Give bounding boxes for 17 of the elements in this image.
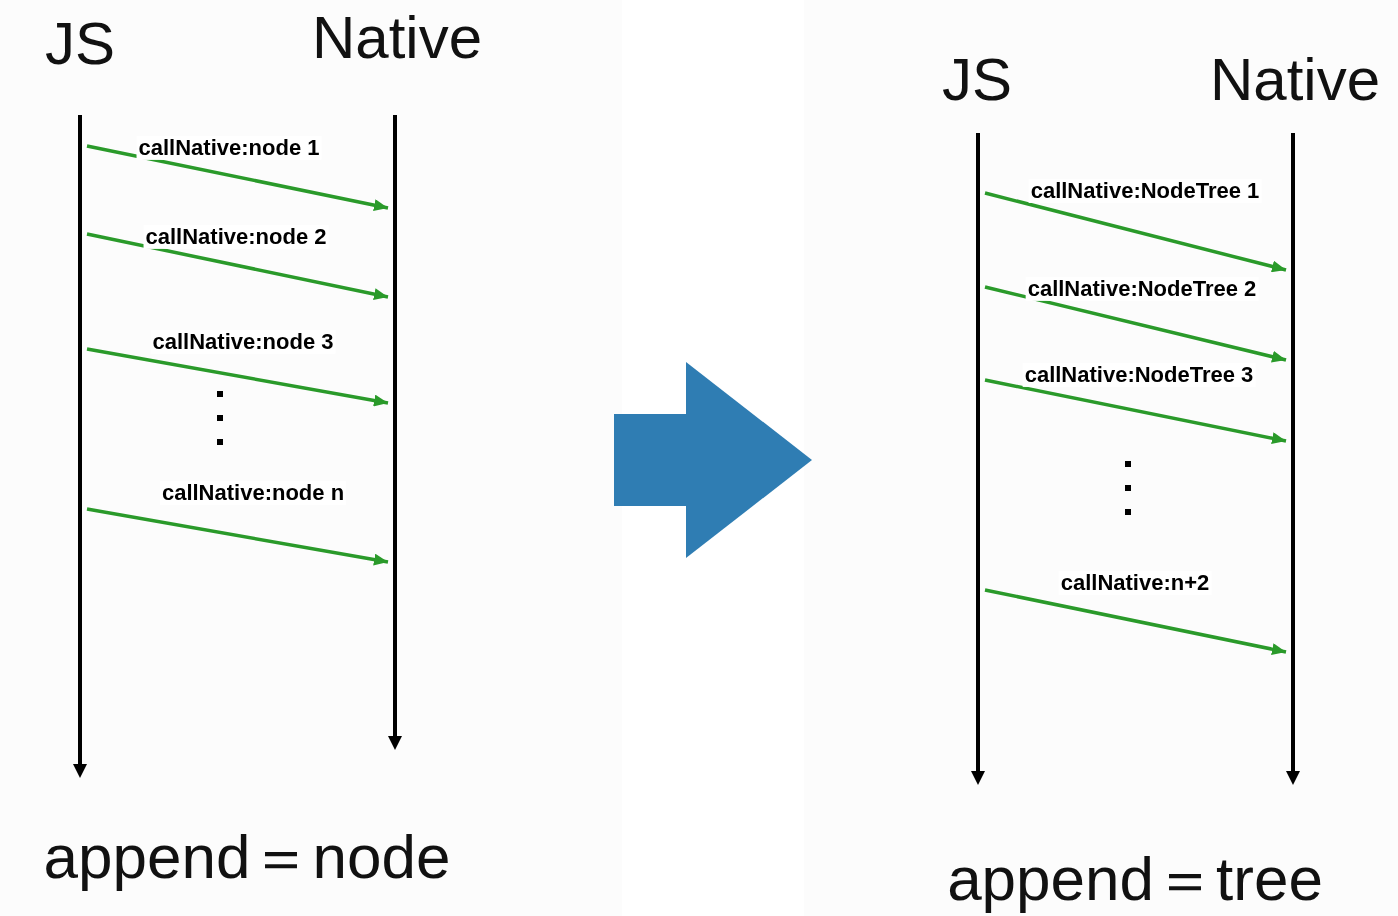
- message-arrow: [984, 285, 1287, 363]
- message-arrow: [86, 232, 389, 300]
- block-arrow: [614, 362, 812, 558]
- lifeline-arrow: [388, 115, 402, 750]
- message-arrow: [984, 588, 1287, 656]
- lifeline-arrow: [971, 133, 985, 785]
- message-arrow: [86, 507, 389, 566]
- message-arrow: [984, 191, 1287, 273]
- lifeline-arrow: [73, 115, 87, 778]
- message-arrow: [86, 144, 389, 212]
- lifeline-heading: JS: [942, 50, 1012, 110]
- message-arrow: [86, 347, 389, 407]
- lifeline-heading: Native: [1209, 50, 1381, 110]
- message-arrow: [984, 378, 1287, 445]
- lifeline-heading: JS: [45, 14, 115, 74]
- lifeline-arrow: [1286, 133, 1300, 785]
- lifeline-heading: Native: [311, 8, 483, 68]
